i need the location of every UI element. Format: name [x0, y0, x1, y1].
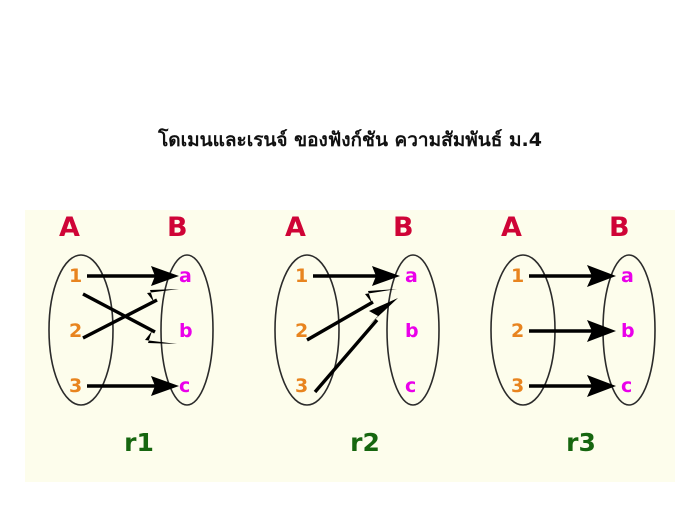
set-a-oval-r1	[48, 254, 114, 406]
set-a-label-r1: A	[59, 212, 80, 243]
relation-diagram-r2: A B 1 2 3 a b c	[257, 210, 473, 482]
arrow-3-to-c-r3	[529, 375, 616, 397]
relation-label-r3: r3	[566, 428, 596, 457]
arrow-3-to-a-r2	[313, 298, 398, 394]
range-element-b-r2: b	[405, 320, 419, 342]
domain-element-3-r3: 3	[511, 375, 524, 397]
set-a-label-r3: A	[501, 212, 522, 243]
arrow-1-to-a-r2	[313, 266, 400, 286]
range-element-b-r3: b	[621, 320, 635, 342]
relation-graphic-r2: 1 2 3 a b c	[274, 254, 440, 406]
set-b-label-r3: B	[609, 212, 630, 243]
arrow-2-to-a-r1	[82, 289, 179, 340]
set-a-label-r2: A	[285, 212, 306, 243]
arrow-1-to-a-r1	[87, 266, 179, 286]
domain-element-2-r2: 2	[295, 320, 308, 342]
relation-diagram-r3: A B 1 2 3 a b c	[473, 210, 689, 482]
set-b-label-r1: B	[167, 212, 188, 243]
range-element-c-r2: c	[405, 375, 416, 397]
relation-label-r2: r2	[350, 428, 380, 457]
arrow-1-to-b-r1	[82, 292, 177, 344]
page-title: โดเมนและเรนจ์ ของฟังก์ชัน ความสัมพันธ์ ม…	[158, 129, 542, 151]
domain-element-3-r2: 3	[295, 375, 308, 397]
domain-element-1-r1: 1	[69, 265, 82, 287]
relation-graphic-r3: 1 2 3 a b c	[490, 254, 656, 406]
relation-label-r1: r1	[124, 428, 154, 457]
relation-diagram-r1: A B 1 2 3 a b c	[31, 210, 247, 482]
domain-element-2-r3: 2	[511, 320, 524, 342]
arrow-2-to-a-r2	[306, 289, 397, 342]
domain-element-2-r1: 2	[69, 320, 82, 342]
arrow-2-to-b-r3	[529, 320, 616, 342]
set-a-oval-r2	[274, 254, 340, 406]
set-b-label-r2: B	[393, 212, 414, 243]
relation-graphic-r1: 1 2 3 a b c	[48, 254, 214, 406]
range-element-a-r2: a	[405, 265, 418, 287]
arrow-3-to-c-r1	[87, 376, 179, 396]
arrow-1-to-a-r3	[529, 265, 616, 287]
domain-element-3-r1: 3	[69, 375, 82, 397]
range-element-a-r1: a	[179, 265, 192, 287]
diagram-panel: A B 1 2 3 a b c	[25, 210, 675, 482]
domain-element-1-r2: 1	[295, 265, 308, 287]
range-element-c-r3: c	[621, 375, 632, 397]
domain-element-1-r3: 1	[511, 265, 524, 287]
range-element-a-r3: a	[621, 265, 634, 287]
set-b-oval-r2	[386, 254, 440, 406]
set-b-oval-r1	[160, 254, 214, 406]
range-element-c-r1: c	[179, 375, 190, 397]
range-element-b-r1: b	[179, 320, 193, 342]
